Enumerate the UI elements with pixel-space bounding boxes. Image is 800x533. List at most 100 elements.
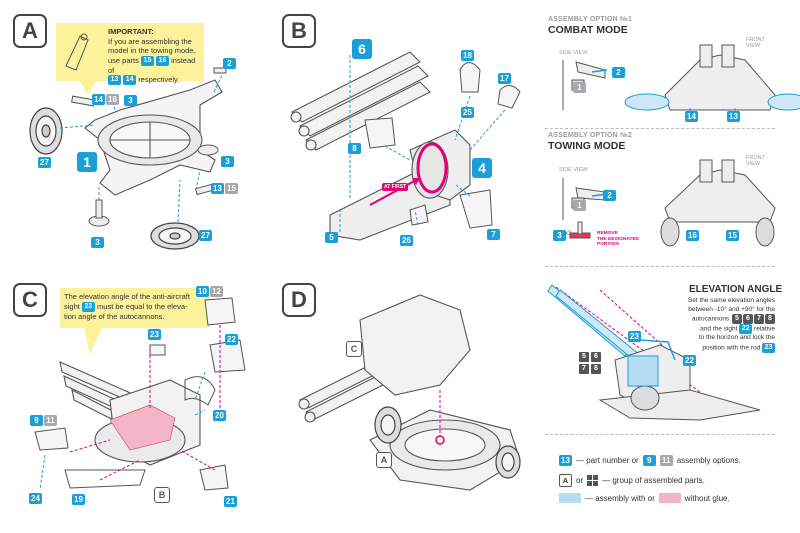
elevation-line-4: and the sight [700, 325, 738, 333]
legend-text-5: without glue. [684, 493, 730, 503]
elevation-rod-23: 23 [762, 342, 775, 353]
part-c-21: 21 [224, 496, 237, 507]
option1-title: COMBAT MODE [548, 24, 628, 36]
option2-quantity: x3 [565, 231, 572, 237]
legend-text-2: assembly options. [676, 456, 741, 465]
part-a-3-top: 3 [124, 95, 137, 106]
option2-side-view: SIDE VIEW [559, 167, 588, 173]
elevation-line-2: between -10° and +90° for the [688, 305, 775, 313]
important-line-3: use parts [108, 55, 139, 65]
part-a-15: 15 [225, 183, 238, 194]
sight-note-line-3: must be equal to the eleva- [97, 301, 188, 311]
legend-glue-swatch [559, 493, 581, 503]
note-part-13: 13 [108, 75, 121, 86]
elevation-sight-22: 22 [739, 324, 753, 335]
part-b-5: 5 [325, 232, 338, 243]
elevation-text: Set the same elevation angles between -1… [662, 297, 775, 353]
part-c-22: 22 [225, 334, 238, 345]
elevation-cannon-7: 7 [754, 314, 764, 324]
group-a-label: A [376, 452, 392, 468]
part-c-20: 20 [213, 410, 226, 421]
elevation-line-1: Set the same elevation angles [687, 297, 775, 304]
elevation-cannon-6: 6 [743, 314, 753, 324]
elevation-part-22: 22 [683, 355, 696, 366]
option2-part-2: 2 [603, 190, 616, 201]
legend-row-2: A or — group of assembled parts. [559, 474, 705, 487]
option2-part-1: 1 [573, 200, 586, 211]
legend-noglue-swatch [658, 493, 681, 503]
note-part-16: 16 [156, 55, 170, 66]
part-b-25: 25 [461, 107, 474, 118]
elevation-part-23: 23 [628, 331, 641, 342]
note-part-14: 14 [123, 75, 137, 86]
important-note: IMPORTANT: If you are assembling the mod… [56, 23, 204, 86]
sight-note-part-22: 22 [81, 301, 95, 312]
part-b-26: 26 [400, 235, 413, 246]
legend-group-a: A [559, 474, 572, 487]
remove-portion-text: REMOVE THE DESIGNATED PORTION [597, 231, 640, 247]
part-b-18: 18 [461, 50, 474, 61]
legend-text-4: — assembly with or [585, 493, 655, 503]
legend-group-icon [587, 475, 599, 486]
part-a-27-right: 27 [199, 230, 212, 241]
option-divider-3 [545, 434, 775, 435]
option2-part-3: 3 [553, 230, 566, 241]
legend-text-3: — group of assembled parts. [602, 476, 705, 485]
part-c-19: 19 [72, 494, 85, 505]
option1-part-1: 1 [573, 82, 586, 93]
elevation-cannon-5: 5 [732, 314, 742, 324]
elevation-part-8: 8 [591, 364, 601, 374]
option1-part-2: 2 [612, 67, 625, 78]
sight-note-line-4: tion angle of the autocannons. [64, 311, 165, 321]
part-b-6: 6 [352, 39, 372, 59]
part-a-2: 2 [223, 58, 236, 69]
part-c-12: 12 [210, 286, 223, 297]
step-d-label: D [282, 283, 316, 317]
part-a-3-bottom: 3 [91, 237, 104, 248]
elevation-part-7: 7 [579, 364, 589, 374]
part-c-9: 9 [30, 415, 43, 426]
elevation-cannon-8: 8 [765, 314, 775, 324]
important-line-5: respectively. [138, 75, 180, 85]
part-a-3-right: 3 [221, 156, 234, 167]
option2-front-view: FRONT VIEW [746, 155, 765, 167]
important-line-2: model in the towing mode, [108, 46, 196, 55]
elevation-line-6: to the horizon and lock the [698, 334, 775, 342]
part-a-16: 16 [106, 94, 119, 105]
elevation-part-5: 5 [579, 352, 589, 362]
elevation-line-5: relative [754, 325, 775, 333]
note-part-15: 15 [140, 55, 154, 66]
elevation-part-6: 6 [591, 352, 601, 362]
part-a-1: 1 [77, 152, 97, 172]
option2-title: TOWING MODE [548, 140, 626, 152]
part-c-23: 23 [148, 329, 161, 340]
legend-asm-11: 11 [659, 455, 673, 466]
option2-heading: ASSEMBLY OPTION №2 [548, 132, 633, 139]
legend-row-3: — assembly with or without glue. [559, 493, 730, 503]
option1-front-view: FRONT VIEW [746, 37, 765, 49]
important-line-4: instead of [108, 55, 196, 75]
option2-part-16: 16 [686, 230, 699, 241]
at-first-label: AT FIRST [382, 183, 409, 191]
step-a-label: A [13, 14, 47, 48]
step-b-label: B [282, 14, 316, 48]
legend-text-1: — part number or [576, 456, 639, 465]
elevation-title: ELEVATION ANGLE [689, 284, 783, 295]
part-a-14: 14 [92, 94, 105, 105]
important-line-1: If you are assembling the [108, 36, 192, 46]
sight-note-line-2: sight [64, 301, 80, 311]
option1-heading: ASSEMBLY OPTION №1 [548, 16, 633, 23]
sight-note-line-1: The elevation angle of the anti-aircraft [64, 292, 190, 301]
option1-part-13: 13 [727, 111, 740, 122]
legend-or: or [576, 476, 584, 485]
option-divider-1 [545, 128, 775, 129]
option1-side-view: SIDE VIEW [559, 50, 588, 56]
elevation-line-3: autocannons [691, 315, 730, 323]
step-c-label: C [13, 283, 47, 317]
